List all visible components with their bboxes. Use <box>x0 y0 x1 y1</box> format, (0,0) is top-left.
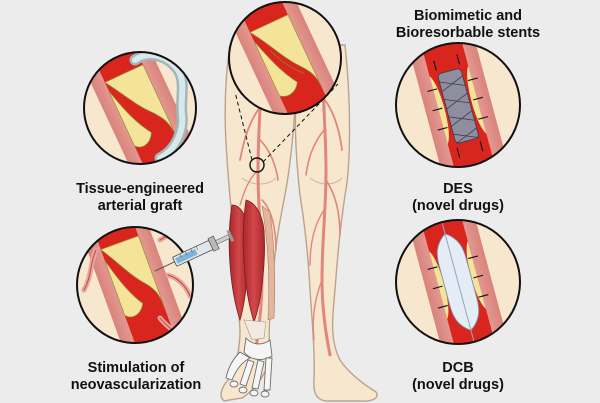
label-des-line1: DES <box>443 181 473 197</box>
zoom-indicator <box>234 83 339 173</box>
zoom-circle-bioresorbable-stent <box>395 42 521 168</box>
calf-muscles <box>228 199 276 341</box>
zoom-circle-graft <box>83 51 197 165</box>
label-dcb-line1: DCB <box>442 360 474 376</box>
label-des: DES (novel drugs) <box>398 181 518 215</box>
label-tissue-engineered-graft: Tissue-engineered arterial graft <box>50 181 230 215</box>
zoom-circle-neovascularization <box>76 226 194 344</box>
left-knee-line <box>241 177 277 185</box>
label-neovasc-line1: Stimulation of <box>87 360 185 376</box>
label-graft-line1: Tissue-engineered <box>76 181 204 197</box>
foot-bones <box>225 336 273 398</box>
label-biomimetic-line1: Biomimetic and <box>414 8 522 24</box>
zoom-circle-artery <box>228 1 342 115</box>
label-neovascularization: Stimulation of neovascularization <box>46 360 226 394</box>
label-dcb: DCB (novel drugs) <box>398 360 518 394</box>
zoom-circle-dcb <box>395 219 521 345</box>
label-des-line2: (novel drugs) <box>412 198 504 214</box>
syringe <box>154 229 235 272</box>
label-graft-line2: arterial graft <box>97 198 183 214</box>
label-dcb-line2: (novel drugs) <box>412 377 504 393</box>
label-biomimetic-stents: Biomimetic and Bioresorbable stents <box>378 8 558 42</box>
right-leg <box>294 44 378 402</box>
label-neovasc-line2: neovascularization <box>70 377 202 393</box>
label-biomimetic-line2: Bioresorbable stents <box>395 25 541 41</box>
